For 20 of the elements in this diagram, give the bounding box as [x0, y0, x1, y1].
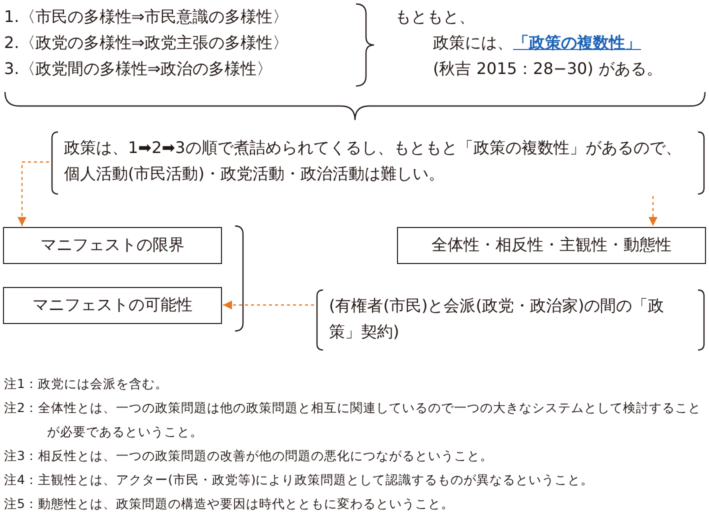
statement-text: (秋吉 2015：28−30) がある。	[433, 59, 662, 79]
bracket-box: (有権者(市民)と会派(政党・政治家)の間の「政策」契約)	[315, 289, 706, 351]
statement-text: もともと、	[395, 7, 475, 27]
label-box: 全体性・相反性・主観性・動態性	[397, 227, 706, 264]
highlighted-term: 「政策の複数性」	[513, 33, 641, 52]
list-item: 2.〈政党の多様性⇒政党主張の多様性〉	[4, 33, 289, 53]
list-item: 1.〈市民の多様性⇒市民意識の多様性〉	[4, 7, 289, 27]
arrow	[223, 300, 314, 310]
list-item: 3.〈政党間の多様性⇒政治の多様性〉	[4, 59, 273, 79]
footnote: 注2：全体性とは、一つの政策問題は他の政策問題と相互に関連しているので一つの大きなシステムとして検討することが必要であるということ。	[4, 399, 702, 441]
footnote: 注5：動態性とは、政策問題の構造や要因は時代とともに変わるということ。	[4, 495, 455, 513]
footnote: 注3：相反性とは、一つの政策問題の改善が他の問題の悪化につながるということ。	[4, 447, 494, 465]
arrow	[648, 196, 658, 226]
bracket-box: 政策は、1➡2➡3の順で煮詰められてくるし、もともと「政策の複数性」があるので、個人活動(市民活動)・政党活動・政治活動は難しい。	[50, 131, 706, 195]
label-box: マニフェストの限界	[3, 227, 222, 264]
label-box: マニフェストの可能性	[3, 287, 222, 324]
statement-text: 政策には、	[433, 33, 513, 52]
footnote: 注4：主観性とは、アクター(市民・政党等)により政策問題として認識するものが異なるということ。	[4, 471, 595, 489]
footnote: 注1：政党には会派を含む。	[4, 375, 169, 393]
arrow	[18, 161, 49, 226]
